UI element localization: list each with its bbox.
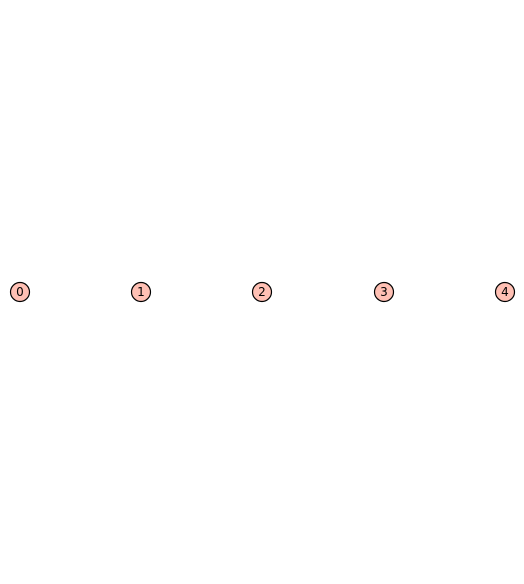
graph-node-0: 0 [9, 281, 31, 303]
graph-node-4: 4 [494, 281, 516, 303]
node-circle [373, 281, 395, 303]
node-label: 1 [137, 285, 145, 299]
node-circle [9, 281, 31, 303]
node-circle [251, 281, 273, 303]
node-label: 3 [380, 285, 388, 299]
node-circle [130, 281, 152, 303]
node-label: 0 [16, 285, 24, 299]
graph-node-3: 3 [373, 281, 395, 303]
graph-node-1: 1 [130, 281, 152, 303]
graph-node-2: 2 [251, 281, 273, 303]
node-circle [494, 281, 516, 303]
node-label: 2 [258, 285, 266, 299]
node-label: 4 [501, 285, 509, 299]
